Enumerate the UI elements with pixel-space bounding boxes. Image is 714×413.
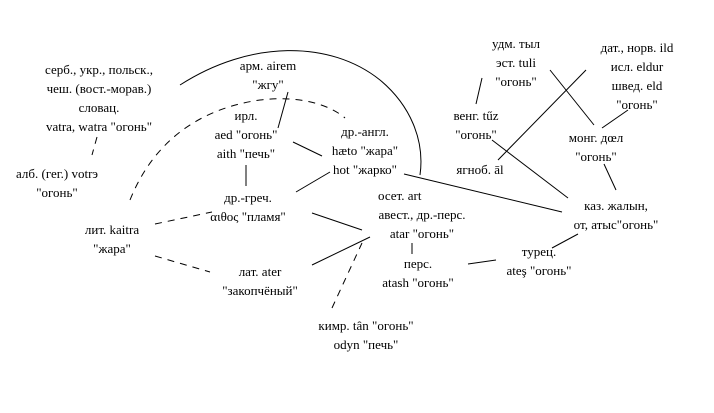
node-dan-line-2: исл. eldur xyxy=(610,59,664,74)
arc-lit-eng xyxy=(129,98,346,201)
node-kaz-line-2: от, атыс"огонь" xyxy=(573,217,659,232)
node-irl-line-1: ирл. xyxy=(234,108,258,123)
node-lat-line-1: лат. ater xyxy=(238,264,282,279)
node-hung-line-2: "огонь" xyxy=(455,127,497,142)
edge-greek-avest xyxy=(311,212,363,231)
node-mong-line-2: "огонь" xyxy=(575,149,617,164)
node-pers-line-1: перс. xyxy=(403,256,433,271)
edge-irl-eng xyxy=(292,141,323,157)
node-udm-line-1: удм. тыл xyxy=(492,36,540,51)
node-mong-line-1: монг. дœл xyxy=(568,130,624,145)
edge-eng-kaz xyxy=(403,173,563,213)
node-pers: перс. atash "огонь" xyxy=(370,254,466,292)
node-welsh-line-1: кимр. tân "огонь" xyxy=(318,318,414,333)
node-welsh: кимр. tân "огонь" odyn "печь" xyxy=(298,316,434,354)
edge-udm-mong xyxy=(549,69,595,126)
edge-serb-alb xyxy=(91,136,98,156)
node-lit-line-1: лит. kaitra xyxy=(84,222,140,237)
node-turk-line-2: ateş "огонь" xyxy=(506,263,572,278)
node-kaz-line-1: каз. жалын, xyxy=(584,198,648,213)
edge-kaz-turk xyxy=(551,233,579,249)
edge-udm-hung xyxy=(475,77,483,105)
node-yagnob: ягноб. āl xyxy=(444,160,516,179)
node-eng: др.-англ. hæto "жара" hot "жарко" xyxy=(318,122,412,179)
node-arm-line-2: "жгу" xyxy=(252,77,284,92)
edge-lit-lat xyxy=(154,255,211,273)
node-mong: монг. дœл "огонь" xyxy=(558,128,634,166)
node-alb-line-1: алб. (гег.) votrэ xyxy=(16,166,98,181)
node-lit: лит. kaitra "жара" xyxy=(70,220,154,258)
node-avest-line-1: осет. art xyxy=(378,188,422,203)
node-lit-line-2: "жара" xyxy=(93,241,131,256)
edge-lat-avest xyxy=(311,236,371,266)
node-udm-line-3: "огонь" xyxy=(495,74,537,89)
node-serb-line-2: чеш. (вост.-морав.) xyxy=(46,81,152,96)
node-irl: ирл. aed "огонь" aith "печь" xyxy=(198,106,294,163)
node-serb-line-3: словац. xyxy=(78,100,120,115)
node-udm: удм. тыл эст. tuli "огонь" xyxy=(476,34,556,91)
edge-arm-irl xyxy=(277,91,289,129)
node-eng-line-2: hæto "жара" xyxy=(331,143,399,158)
node-irl-line-3: aith "печь" xyxy=(216,146,276,161)
node-avest: осет. art авест., др.-перс. atar "огонь" xyxy=(360,186,484,243)
node-pers-line-2: atash "огонь" xyxy=(382,275,454,290)
node-hung-line-1: венг. tűz xyxy=(453,108,499,123)
edge-eng-greek xyxy=(295,171,331,193)
node-turk: турец. ateş "огонь" xyxy=(494,242,584,280)
edge-dan-mong xyxy=(601,109,629,129)
node-eng-line-1: др.-англ. xyxy=(341,124,389,139)
edge-dan-yagnob xyxy=(497,69,587,161)
edge-turk-pers xyxy=(467,259,497,265)
node-kaz: каз. жалын, от, атыс"огонь" xyxy=(556,196,676,234)
node-dan-line-1: дат., норв. ild xyxy=(600,40,674,55)
node-yagnob-line-1: ягноб. āl xyxy=(456,162,504,177)
node-lat-line-2: "закопчёный" xyxy=(222,283,298,298)
node-serb-line-1: серб., укр., польск., xyxy=(45,62,153,77)
edge-hung-kaz xyxy=(491,139,569,199)
node-lat: лат. ater "закопчёный" xyxy=(208,262,312,300)
node-greek: др.-греч. αιθος "пламя" xyxy=(198,188,298,226)
node-udm-line-2: эст. tuli xyxy=(496,55,536,70)
edge-lit-greek xyxy=(154,211,213,225)
node-irl-line-2: aed "огонь" xyxy=(214,127,278,142)
node-greek-line-1: др.-греч. xyxy=(224,190,272,205)
node-avest-line-2: авест., др.-перс. xyxy=(378,207,466,222)
node-serb-line-4: vatra, watra "огонь" xyxy=(45,119,153,134)
node-avest-line-3: atar "огонь" xyxy=(389,226,455,241)
edge-mong-kaz xyxy=(603,163,617,191)
node-arm: арм. airem "жгу" xyxy=(228,56,308,94)
node-alb-line-2: "огонь" xyxy=(36,185,78,200)
node-dan-line-4: "огонь" xyxy=(616,97,658,112)
node-arm-line-1: арм. airem xyxy=(239,58,297,73)
node-dan: дат., норв. ild исл. eldur швед. eld "ог… xyxy=(584,38,690,114)
node-serb: серб., укр., польск., чеш. (вост.-морав.… xyxy=(24,60,174,136)
node-greek-line-2: αιθος "пламя" xyxy=(210,209,286,224)
arc-serb-eng xyxy=(179,50,422,176)
node-dan-line-3: швед. eld xyxy=(611,78,663,93)
node-welsh-line-2: odyn "печь" xyxy=(333,337,399,352)
node-hung: венг. tűz "огонь" xyxy=(440,106,512,144)
node-turk-line-1: турец. xyxy=(521,244,557,259)
node-eng-line-3: hot "жарко" xyxy=(333,162,397,177)
node-alb: алб. (гег.) votrэ "огонь" xyxy=(2,164,112,202)
